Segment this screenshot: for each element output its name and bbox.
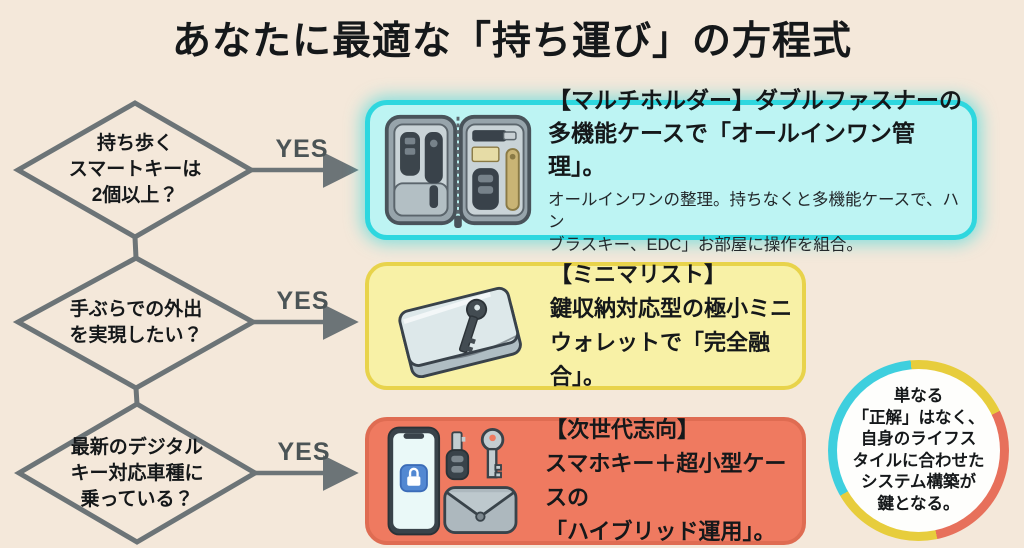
- decision-1-label: 持ち歩く スマートキーは 2個以上？: [35, 131, 235, 209]
- result-1-body-line-2: ブラスキー、EDC」お部屋に操作を組合。: [548, 235, 863, 254]
- result-box-multi-holder: 【マルチホルダー】ダブルファスナーの 多機能ケースで「オールインワン管理」。 オ…: [365, 87, 977, 254]
- result-1-title-line-1: 【マルチホルダー】ダブルファスナーの: [548, 86, 962, 113]
- yes-label-2: YES: [276, 287, 330, 315]
- result-3-text: 【次世代志向】 スマホキー＋超小型ケースの 「ハイブリッド運用」。: [545, 413, 802, 548]
- conclusion-line-2: 「正解」はなく、: [852, 408, 985, 427]
- result-3-title-line-2: スマホキー＋超小型ケースの: [545, 451, 787, 510]
- decision-3-line-3: 乗っている？: [80, 489, 194, 510]
- result-1-body-line-1: オールインワンの整理。持ちなくと多機能ケースで、ハン: [548, 190, 960, 232]
- result-2-title-line-1: 【ミニマリスト】: [550, 262, 727, 287]
- decision-3-label: 最新のデジタル キー対応車種に 乗っている？: [37, 435, 237, 513]
- result-box-next-generation: 【次世代志向】 スマホキー＋超小型ケースの 「ハイブリッド運用」。: [365, 417, 806, 545]
- decision-2-label: 手ぶらでの外出 を実現したい？: [36, 297, 236, 349]
- decision-2-line-2: を実現したい？: [69, 325, 203, 346]
- result-3-title-line-1: 【次世代志向】: [545, 417, 700, 442]
- connector-line-1: [132, 236, 139, 259]
- multi-case-illustration-icon: [384, 114, 532, 228]
- conclusion-line-4: タイルに合わせた: [852, 451, 985, 470]
- decision-2-line-1: 手ぶらでの外出: [69, 299, 203, 320]
- page-title: あなたに最適な「持ち運び」の方程式: [171, 20, 852, 63]
- result-1-title-line-2: 多機能ケースで「オールインワン管理」。: [548, 119, 915, 179]
- decision-diamond-3: [14, 401, 260, 545]
- result-2-title-line-2: 鍵収納対応型の極小ミニ: [550, 296, 793, 321]
- result-3-title-line-3: 「ハイブリッド運用」。: [545, 519, 776, 544]
- connector-line-2: [133, 387, 140, 405]
- mini-wallet-illustration-icon: [398, 286, 522, 378]
- yes-label-1: YES: [275, 135, 329, 163]
- decision-3-line-2: キー対応車種に: [70, 463, 204, 484]
- conclusion-line-5: システム構築が: [860, 473, 976, 491]
- decision-3-line-1: 最新のデジタル: [70, 437, 204, 458]
- result-1-body: オールインワンの整理。持ちなくと多機能ケースで、ハン ブラスキー、EDC」お部屋…: [548, 189, 972, 257]
- decision-1-line-2: スマートキーは: [68, 159, 202, 180]
- conclusion-circle: 単なる 「正解」はなく、 自身のライフス タイルに合わせた システム構築が 鍵と…: [828, 360, 1009, 541]
- conclusion-line-3: 自身のライフス: [860, 430, 977, 448]
- decision-1-line-3: 2個以上？: [91, 185, 179, 206]
- conclusion-line-6: 鍵となる。: [877, 494, 960, 513]
- yes-label-3: YES: [277, 438, 331, 466]
- result-2-title-line-3: ウォレットで「完全融合」。: [550, 330, 771, 389]
- result-box-minimalist: 【ミニマリスト】 鍵収納対応型の極小ミニ ウォレットで「完全融合」。: [365, 262, 806, 390]
- conclusion-text: 単なる 「正解」はなく、 自身のライフス タイルに合わせた システム構築が 鍵と…: [837, 369, 1000, 532]
- result-1-text: 【マルチホルダー】ダブルファスナーの 多機能ケースで「オールインワン管理」。 オ…: [548, 84, 972, 257]
- conclusion-line-1: 単なる: [893, 387, 944, 405]
- smartphone-keys-case-illustration-icon: [387, 426, 518, 536]
- decision-1-line-1: 持ち歩く: [96, 133, 173, 154]
- result-2-text: 【ミニマリスト】 鍵収納対応型の極小ミニ ウォレットで「完全融合」。: [550, 258, 802, 394]
